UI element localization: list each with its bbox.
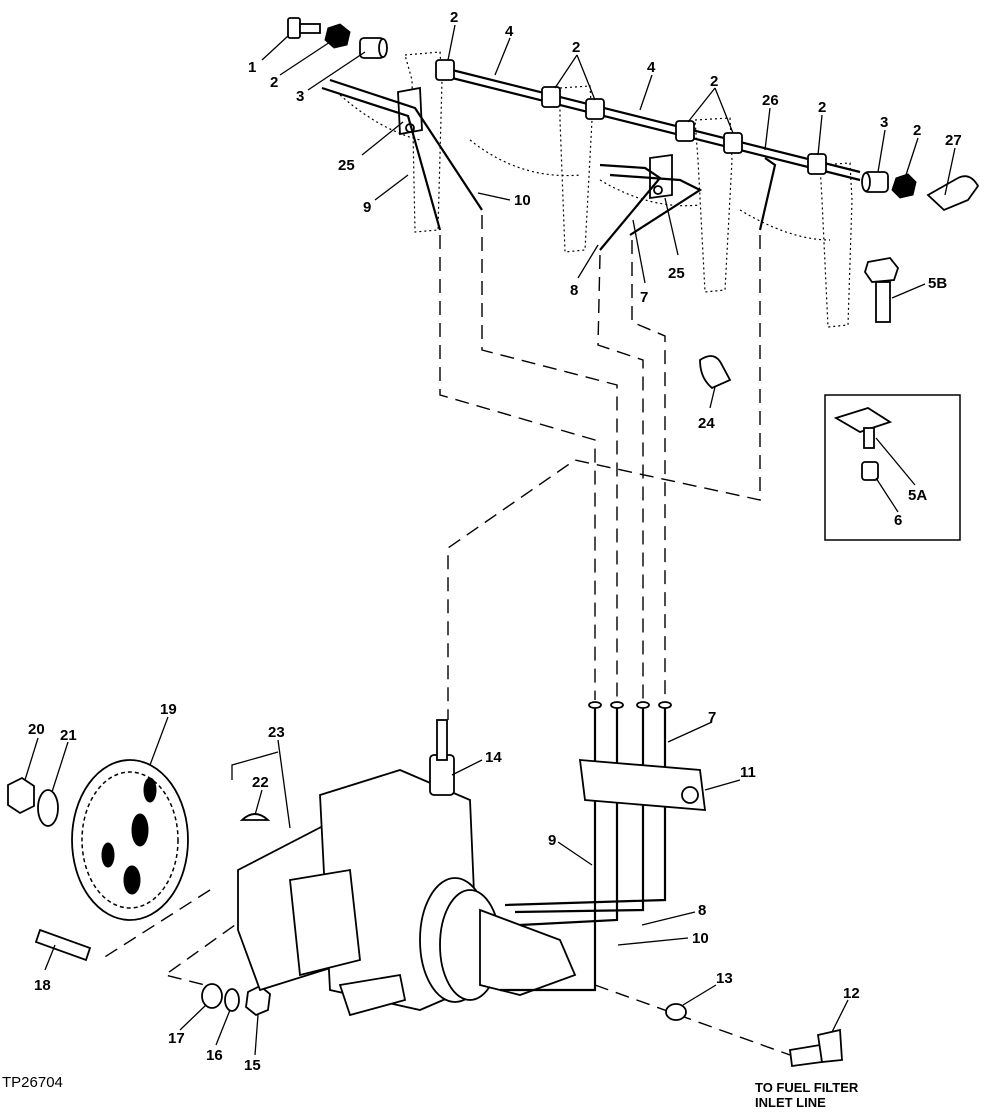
callout-5A: 5A xyxy=(908,487,927,504)
bolt-5B xyxy=(864,257,900,323)
callout-9-a: 9 xyxy=(363,199,371,216)
stud-18 xyxy=(34,928,92,962)
clamp-25-right xyxy=(649,153,673,200)
callout-10-b: 10 xyxy=(692,930,709,947)
line-8-top xyxy=(599,163,662,251)
callout-9-b: 9 xyxy=(548,832,556,849)
line-9-top xyxy=(321,86,442,231)
spacer-top-left xyxy=(359,37,388,59)
washer-21 xyxy=(37,789,59,827)
callout-16: 16 xyxy=(206,1047,223,1064)
inset-box-5A-6 xyxy=(824,394,961,541)
callout-7-a: 7 xyxy=(640,289,648,306)
callout-23: 23 xyxy=(268,724,285,741)
line-26-bracket xyxy=(758,157,777,231)
callout-10-a: 10 xyxy=(514,192,531,209)
callout-7-b: 7 xyxy=(708,709,716,726)
callout-2-d: 2 xyxy=(710,73,718,90)
timing-gear-19 xyxy=(71,759,189,921)
line-7-top xyxy=(609,173,703,236)
callout-3-a: 3 xyxy=(296,88,304,105)
clip-24 xyxy=(699,355,732,390)
callout-24: 24 xyxy=(698,415,715,432)
line-10-top xyxy=(329,78,483,211)
lockwasher-16 xyxy=(224,988,240,1012)
callout-20: 20 xyxy=(28,721,45,738)
note-line-1: TO FUEL FILTER xyxy=(755,1080,859,1095)
elbow-fitting-12 xyxy=(788,1028,843,1068)
return-elbow xyxy=(926,175,980,212)
callout-14: 14 xyxy=(485,749,502,766)
note-line-2: INLET LINE xyxy=(755,1095,826,1110)
injector-ghost-3 xyxy=(599,117,733,293)
callout-15: 15 xyxy=(244,1057,261,1074)
callout-2-e: 2 xyxy=(818,99,826,116)
callout-5B: 5B xyxy=(928,275,947,292)
leakoff-line-rail xyxy=(435,59,861,182)
callout-8-b: 8 xyxy=(698,902,706,919)
callout-4-a: 4 xyxy=(505,23,514,40)
banjo-bolt xyxy=(287,17,321,39)
injection-pump xyxy=(237,719,577,1017)
callout-22: 22 xyxy=(252,774,269,791)
hex-nut-top-left xyxy=(324,23,351,49)
injector-ghost-1 xyxy=(339,51,443,233)
callout-25-a: 25 xyxy=(338,157,355,174)
callout-21: 21 xyxy=(60,727,77,744)
nut-15 xyxy=(245,984,271,1017)
callout-2-a: 2 xyxy=(270,74,278,91)
injection-line-bundle xyxy=(500,701,707,992)
callout-2-f: 2 xyxy=(913,122,921,139)
line-clamp-11 xyxy=(578,759,707,811)
callout-12: 12 xyxy=(843,985,860,1002)
callout-11: 11 xyxy=(740,764,756,781)
callout-1: 1 xyxy=(248,59,256,76)
callout-2-c: 2 xyxy=(572,39,580,56)
callout-2-b: 2 xyxy=(450,9,458,26)
figure-id: TP26704 xyxy=(2,1074,63,1091)
callout-labels: 1 2 3 2 4 2 4 2 26 2 3 2 27 25 9 10 8 7 … xyxy=(28,9,962,1074)
callout-27: 27 xyxy=(945,132,962,149)
callout-6: 6 xyxy=(894,512,902,529)
leader-lines xyxy=(24,24,956,1056)
hex-nut-right xyxy=(891,173,917,199)
injector-ghost-4 xyxy=(739,162,853,328)
spacer-right xyxy=(861,171,889,193)
injector-leakoff-assembly xyxy=(287,17,980,328)
callout-25-b: 25 xyxy=(668,265,685,282)
hex-nut-20 xyxy=(7,776,35,815)
callout-8-a: 8 xyxy=(570,282,578,299)
routing-dashed-lines xyxy=(99,215,791,1056)
callout-3-b: 3 xyxy=(880,114,888,131)
callout-19: 19 xyxy=(160,701,177,718)
callout-4-b: 4 xyxy=(647,59,656,76)
callout-18: 18 xyxy=(34,977,51,994)
callout-17: 17 xyxy=(168,1030,185,1047)
callout-26: 26 xyxy=(762,92,779,109)
o-ring-13 xyxy=(665,1003,687,1021)
key-22 xyxy=(239,813,271,821)
callout-13: 13 xyxy=(716,970,733,987)
injector-ghost-2 xyxy=(469,85,593,253)
washer-17 xyxy=(201,983,223,1009)
